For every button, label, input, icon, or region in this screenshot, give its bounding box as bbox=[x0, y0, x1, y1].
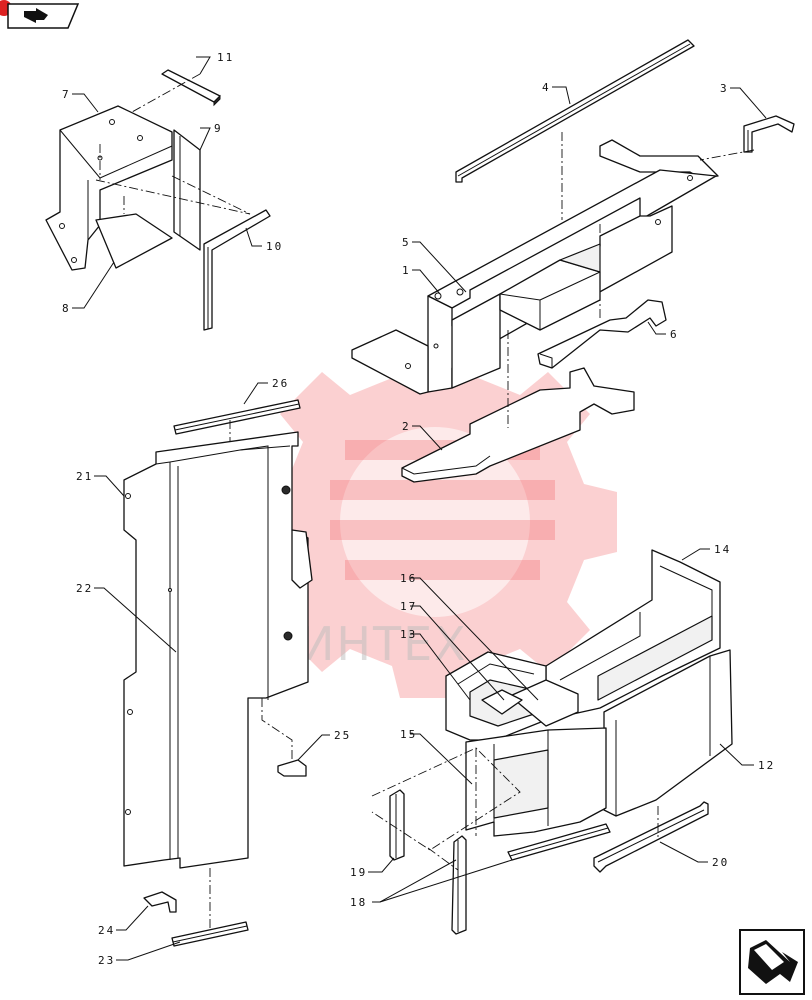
part-3-clip bbox=[743, 115, 795, 153]
part-7-bracket bbox=[45, 105, 173, 271]
callout-11: 11 bbox=[217, 51, 234, 64]
part-8-plate bbox=[95, 213, 173, 269]
callout-7: 7 bbox=[62, 88, 71, 101]
callout-leaders bbox=[72, 56, 767, 961]
callout-17: 17 bbox=[400, 600, 417, 613]
part-11-pad bbox=[161, 69, 221, 107]
part-21-housing bbox=[123, 431, 313, 869]
callout-24: 24 bbox=[98, 924, 115, 937]
callout-23: 23 bbox=[98, 954, 115, 967]
assembly-axis bbox=[261, 698, 293, 762]
callout-21: 21 bbox=[76, 470, 93, 483]
callout-13: 13 bbox=[400, 628, 417, 641]
callout-14: 14 bbox=[714, 543, 731, 556]
callout-16: 16 bbox=[400, 572, 417, 585]
part-16-plate bbox=[509, 679, 579, 727]
callout-labels: 11 7 9 10 8 4 3 5 1 6 2 26 21 22 25 14 1… bbox=[62, 51, 775, 967]
callout-6: 6 bbox=[670, 328, 679, 341]
part-4-long-strip bbox=[455, 39, 695, 183]
part-23-strip bbox=[171, 921, 249, 947]
callout-4: 4 bbox=[542, 81, 551, 94]
part-12-cover-panel bbox=[603, 649, 733, 817]
next-page-arrow-icon[interactable] bbox=[0, 0, 80, 29]
part-17-plate bbox=[481, 689, 523, 715]
callout-5: 5 bbox=[402, 236, 411, 249]
assembly-axis bbox=[371, 747, 521, 851]
assembly-axis bbox=[699, 149, 755, 161]
callout-3: 3 bbox=[720, 82, 729, 95]
assembly-axis bbox=[95, 179, 251, 215]
callout-22: 22 bbox=[76, 582, 93, 595]
part-20-angle-strip bbox=[593, 801, 709, 873]
callout-12: 12 bbox=[758, 759, 775, 772]
callout-19: 19 bbox=[350, 866, 367, 879]
assembly-axis bbox=[171, 175, 251, 215]
part-15-box-body bbox=[465, 727, 607, 837]
part-19-rod bbox=[389, 789, 405, 861]
watermark-text: ИНТЕХ bbox=[300, 617, 468, 671]
part-1-main-frame bbox=[351, 139, 719, 395]
callout-2: 2 bbox=[402, 420, 411, 433]
callout-1: 1 bbox=[402, 264, 411, 277]
next-page-arrow-icon[interactable] bbox=[739, 929, 805, 995]
callout-8: 8 bbox=[62, 302, 71, 315]
part-14-duct-frame bbox=[545, 549, 721, 721]
part-18-strip bbox=[507, 823, 611, 861]
callout-20: 20 bbox=[712, 856, 729, 869]
part-2-large-plate bbox=[401, 367, 635, 483]
part-24-clip bbox=[143, 891, 177, 913]
callout-26: 26 bbox=[272, 377, 289, 390]
part-18-rod bbox=[451, 835, 467, 935]
callout-10: 10 bbox=[266, 240, 283, 253]
assembly-axis bbox=[427, 847, 459, 871]
callout-25: 25 bbox=[334, 729, 351, 742]
part-26-strip bbox=[173, 399, 301, 435]
part-10-angle-strip bbox=[203, 209, 271, 331]
part-25-clip bbox=[277, 759, 307, 777]
assembly-axis bbox=[131, 73, 201, 113]
callout-18: 18 bbox=[350, 896, 367, 909]
part-6-block bbox=[537, 299, 667, 369]
part-9-panel bbox=[173, 129, 201, 251]
callout-9: 9 bbox=[214, 122, 223, 135]
callout-15: 15 bbox=[400, 728, 417, 741]
